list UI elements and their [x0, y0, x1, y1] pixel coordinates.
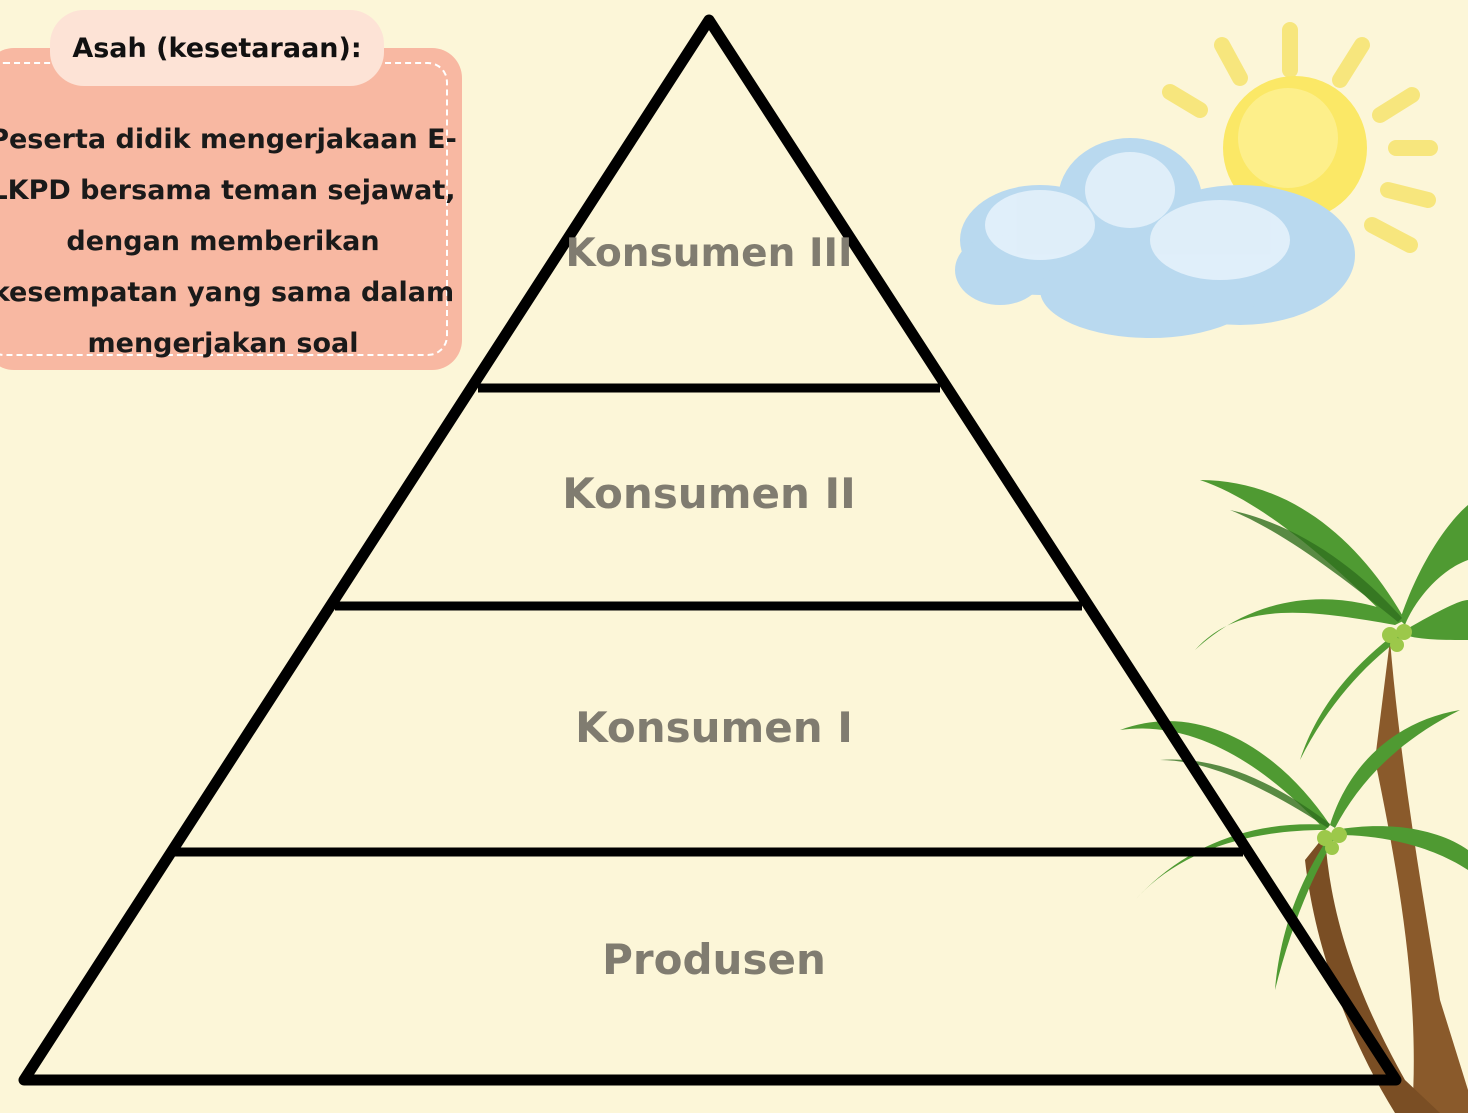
- pyramid-level-label: Konsumen II: [562, 469, 856, 518]
- pyramid-outline: [18, 14, 1402, 1086]
- card-title-tab: Asah (kesetaraan):: [50, 10, 384, 86]
- sun-icon: [1162, 22, 1438, 253]
- pyramid-level-label: Konsumen I: [575, 703, 853, 752]
- pyramid: Konsumen III Konsumen II Konsumen I Prod…: [18, 14, 1402, 1086]
- card-title: Asah (kesetaraan):: [72, 32, 362, 64]
- cloud-icon: [955, 138, 1355, 338]
- pyramid-level-label: Produsen: [602, 935, 826, 984]
- palm-tree-icon: [1120, 480, 1468, 1113]
- card-body-text: Peserta didik mengerjakaan E-LKPD bersam…: [0, 124, 457, 359]
- pyramid-level-label: Konsumen III: [565, 231, 852, 276]
